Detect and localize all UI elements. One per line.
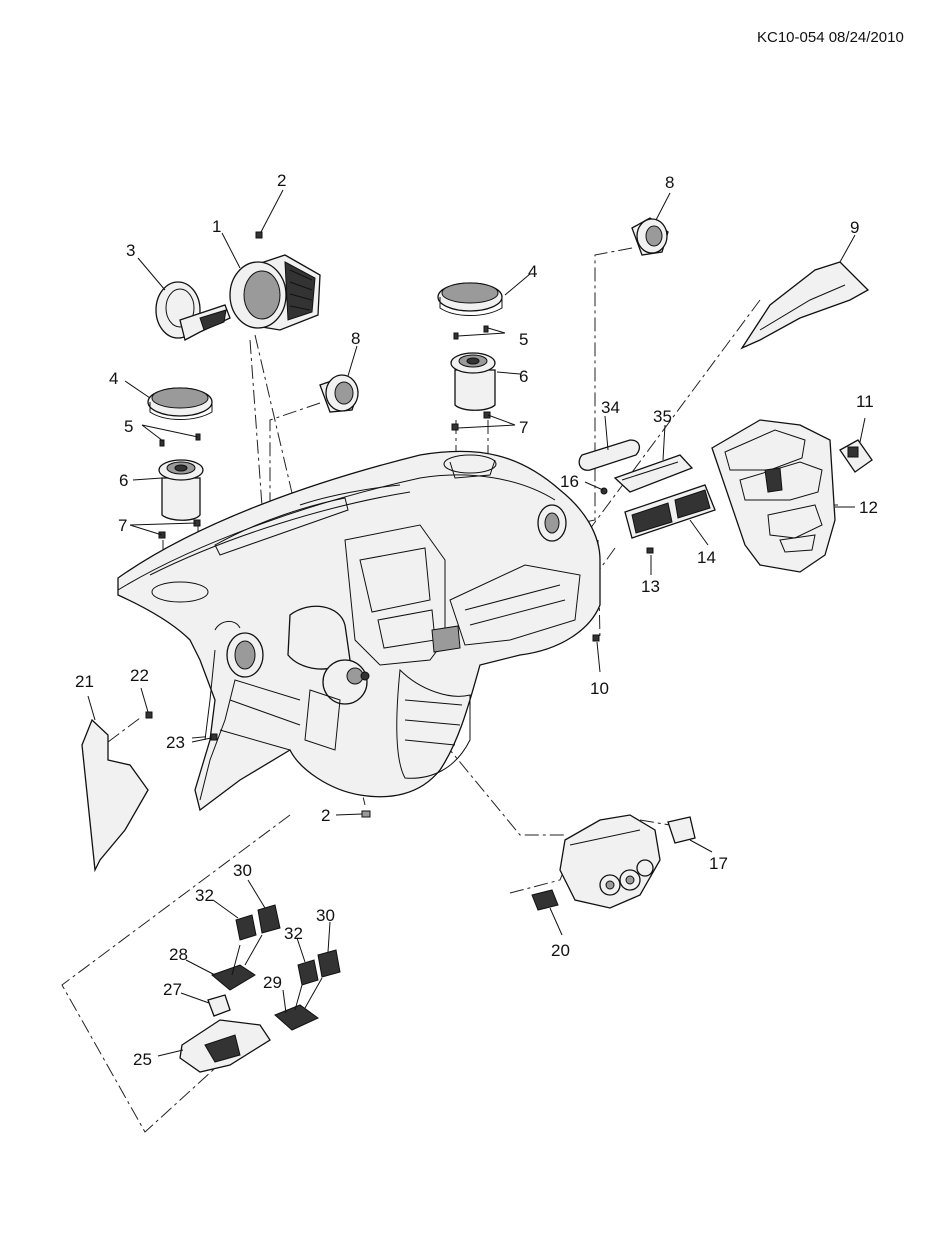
part-20-trim [531,889,559,911]
part-32-switch-right [297,959,319,986]
callout-29: 29 [263,973,282,992]
part-22-clip [145,711,153,719]
part-30-switch-left [257,904,281,934]
part-27-switch [207,994,231,1017]
part-23-clip [210,733,218,741]
callout-23: 23 [166,733,185,752]
part-12-center-bezel [711,419,836,573]
callout-32-right: 32 [284,924,303,943]
part-16-clip [600,487,608,495]
callout-20: 20 [551,941,570,960]
callout-28: 28 [169,945,188,964]
callout-34: 34 [601,398,620,417]
callout-2-top: 2 [277,171,286,190]
callout-1: 1 [212,217,221,236]
part-3-vent-bezel [155,281,231,341]
part-8-round-vent-right [631,217,669,256]
diagram-code: KC10-054 08/24/2010 [757,29,904,46]
part-8-round-vent-left [319,374,359,413]
callout-14: 14 [697,548,716,567]
callout-3: 3 [126,241,135,260]
part-32-switch-left [235,914,257,941]
callout-10: 10 [590,679,609,698]
callout-21: 21 [75,672,94,691]
callout-6-left: 6 [119,471,128,490]
callout-2-bottom: 2 [321,806,330,825]
part-6-speaker-left [158,459,204,521]
callout-7-right: 7 [519,418,528,437]
callout-6-right: 6 [519,367,528,386]
part-10-clip [592,634,600,642]
leader-lines [87,189,866,1057]
part-7-clips-right [451,411,491,431]
part-2-screw-top [255,231,263,239]
callout-9: 9 [850,218,859,237]
part-34-trim-strip [578,439,641,471]
part-4-speaker-grille-right [437,282,503,316]
callout-27: 27 [163,980,182,999]
callout-8-left: 8 [351,329,360,348]
hvac-control-panel [559,814,661,909]
callout-13: 13 [641,577,660,596]
callout-8-right: 8 [665,173,674,192]
callout-5-left: 5 [124,417,133,436]
part-1-vent-housing [229,254,321,331]
part-13-clip [646,547,654,554]
callout-labels: 1 2 2 3 4 4 5 5 6 6 7 7 8 8 9 10 11 12 1… [75,171,878,1069]
callout-17: 17 [709,854,728,873]
callout-16: 16 [560,472,579,491]
callout-11: 11 [856,392,874,411]
callout-35: 35 [653,407,672,426]
callout-30-right: 30 [316,906,335,925]
callout-5-right: 5 [519,330,528,349]
part-14-center-vent [624,484,716,539]
part-29-bracket [274,1004,319,1031]
part-2-screw-bottom [361,810,371,818]
callout-30-left: 30 [233,861,252,880]
part-5-screws-right [453,325,489,340]
callout-32-left: 32 [195,886,214,905]
part-9-trim-panel [740,261,870,350]
part-11-switch [839,439,873,473]
part-6-speaker-right [450,352,496,411]
part-30-switch-right [317,949,341,978]
callout-25: 25 [133,1050,152,1069]
callout-12: 12 [859,498,878,517]
callout-4-right: 4 [528,262,537,281]
part-35-display [613,454,694,493]
callout-4-left: 4 [109,369,118,388]
instrument-panel [117,450,601,812]
callout-7-left: 7 [118,516,127,535]
part-17-switch [667,816,696,844]
part-21-side-cover [81,718,149,873]
part-4-speaker-grille-left [147,387,213,420]
callout-22: 22 [130,666,149,685]
part-28-bracket [211,964,256,991]
